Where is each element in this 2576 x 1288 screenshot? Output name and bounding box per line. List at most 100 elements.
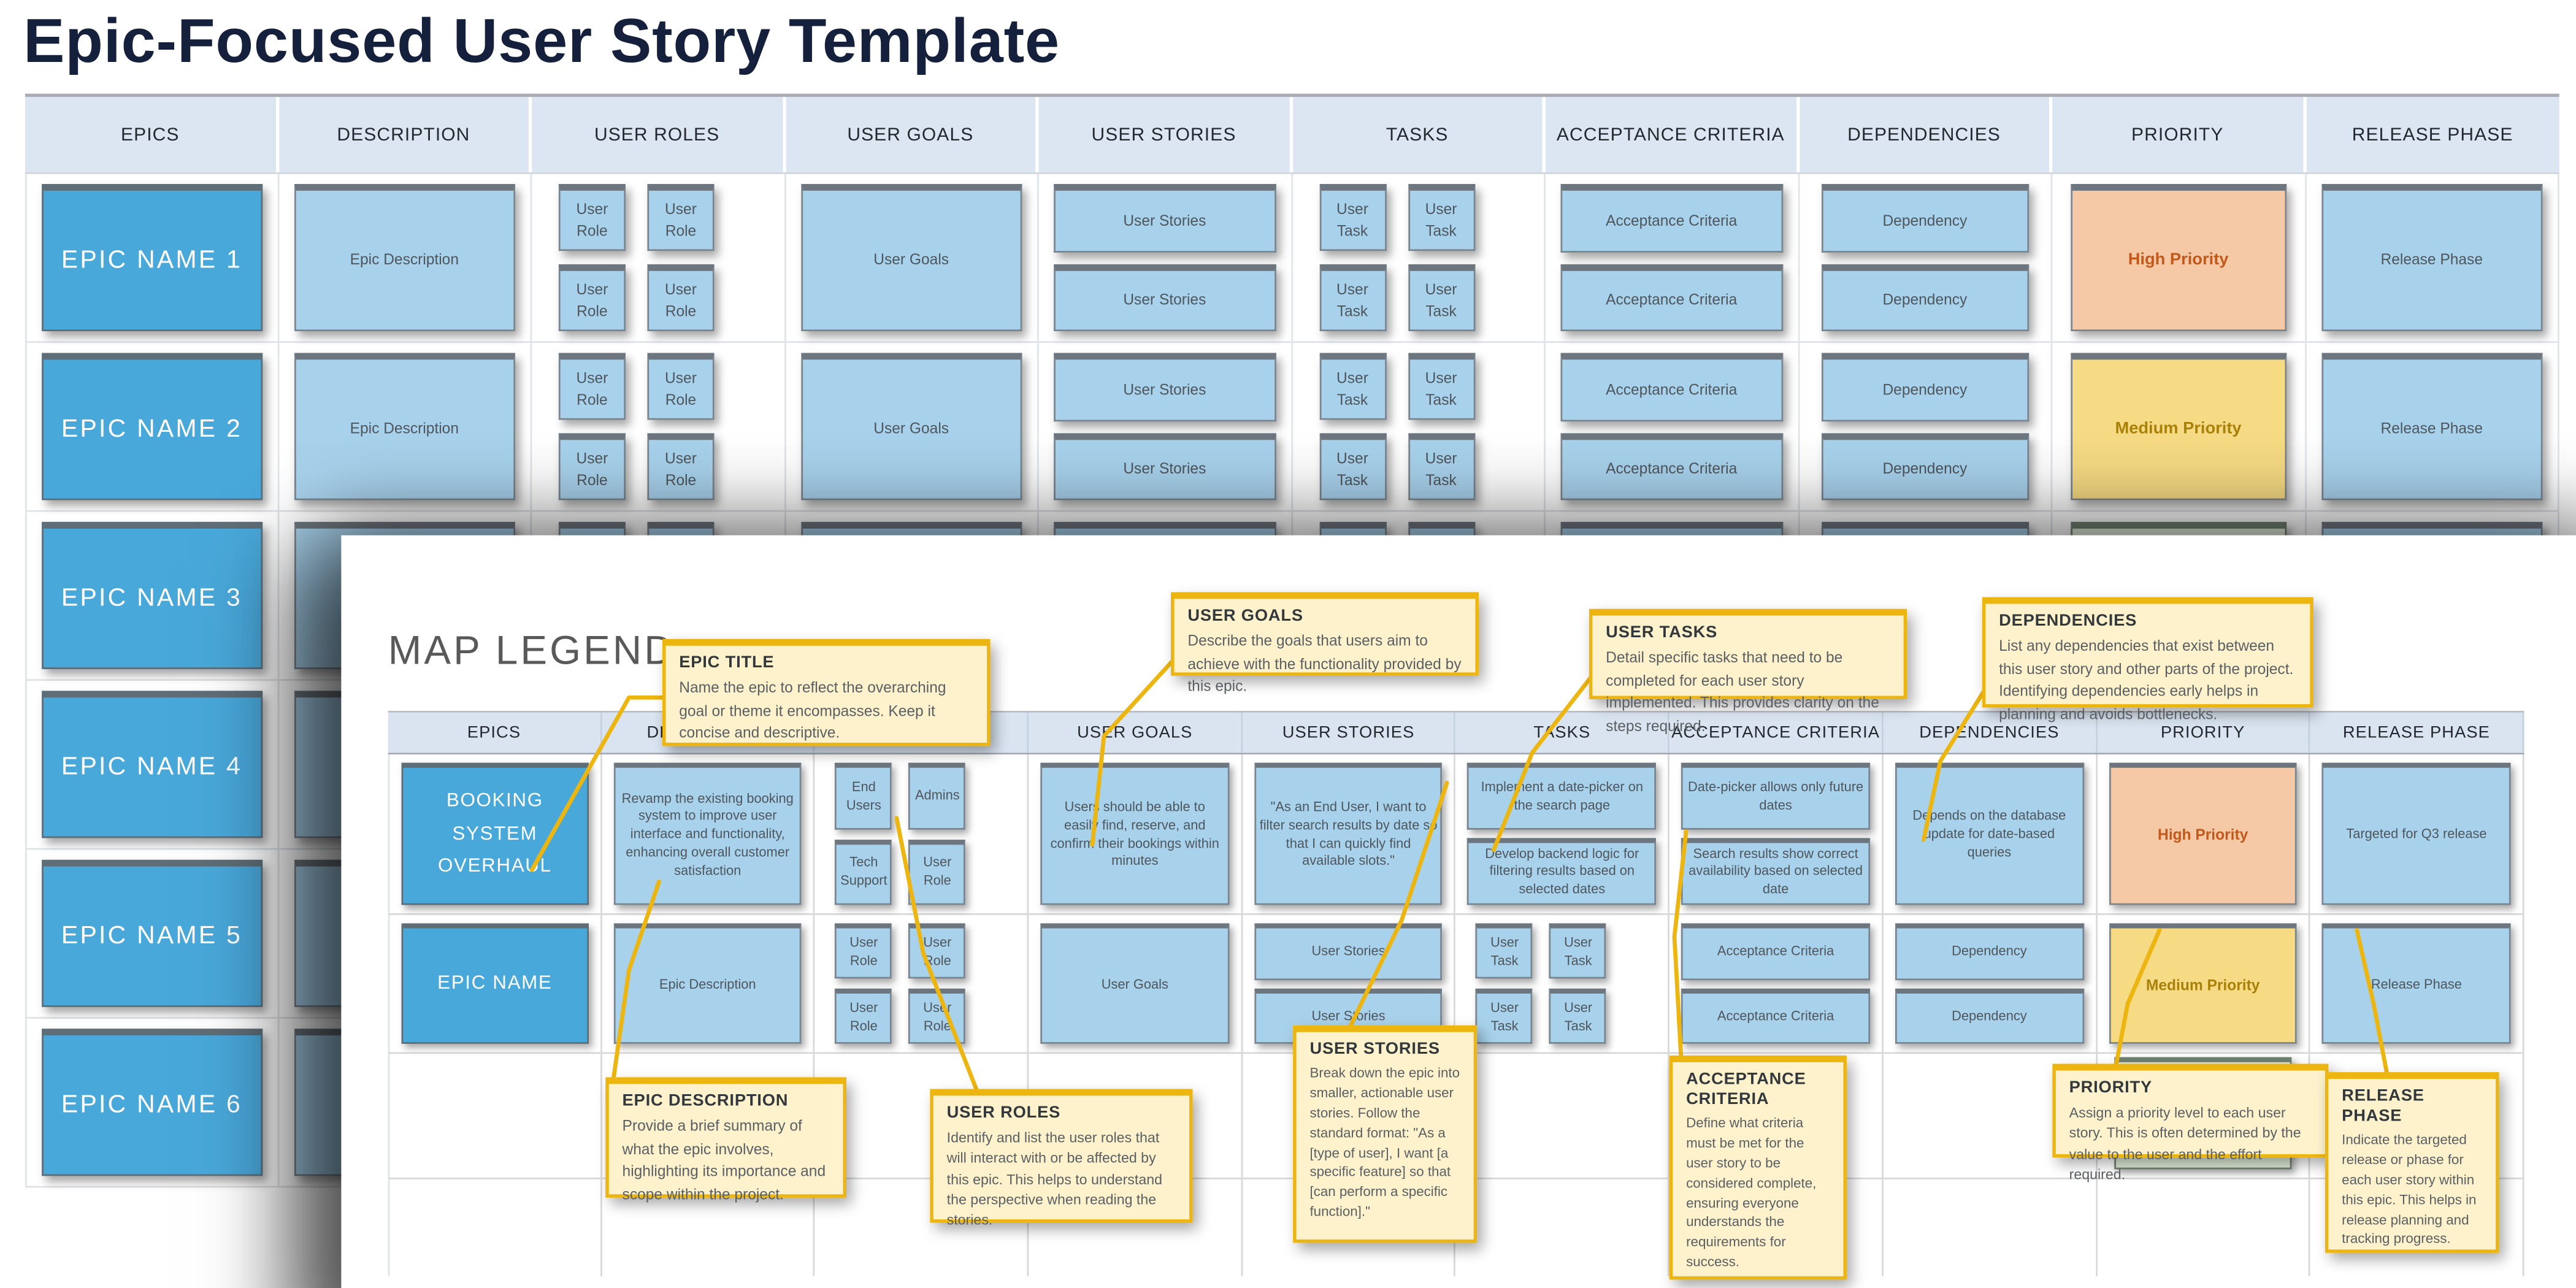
header-user-goals: USER GOALS	[785, 97, 1039, 172]
user-role-box[interactable]: User Role	[835, 923, 892, 979]
user-role-box[interactable]: User Role	[558, 184, 626, 251]
user-goals-box[interactable]: User Goals	[1040, 923, 1229, 1044]
epic-name-box[interactable]: EPIC NAME 5	[42, 859, 262, 1007]
user-task-box[interactable]: User Task	[1408, 353, 1475, 420]
priority-box-high[interactable]: High Priority	[2071, 184, 2286, 331]
acceptance-criteria-box[interactable]: Acceptance Criteria	[1560, 432, 1782, 500]
header-priority: PRIORITY	[2096, 712, 2311, 753]
acceptance-criteria-box[interactable]: Acceptance Criteria	[1560, 184, 1782, 252]
user-stories-box[interactable]: User Stories	[1054, 353, 1276, 421]
epic-name-box[interactable]: EPIC NAME 2	[42, 353, 262, 500]
epic-name-box[interactable]: EPIC NAME 3	[42, 521, 262, 669]
callout-epic-title: EPIC TITLE Name the epic to reflect the …	[662, 638, 991, 746]
user-task-box[interactable]: User Task	[1476, 988, 1533, 1044]
user-task-box[interactable]: User Task	[1319, 353, 1386, 420]
callout-user-stories: USER STORIES Break down the epic into sm…	[1293, 1025, 1478, 1243]
release-phase-box[interactable]: Targeted for Q3 release	[2322, 762, 2511, 905]
header-epics: EPICS	[25, 97, 279, 172]
user-role-box[interactable]: User Role	[647, 433, 715, 500]
user-role-box[interactable]: Tech Support	[835, 838, 892, 905]
user-task-box[interactable]: User Task	[1408, 264, 1475, 331]
user-role-box[interactable]: User Role	[647, 353, 715, 420]
acceptance-criteria-box[interactable]: Search results show correct availability…	[1681, 837, 1870, 905]
user-task-box[interactable]: User Task	[1319, 184, 1386, 251]
dependencies-cell: Dependency Dependency	[1799, 174, 2053, 342]
dependency-box[interactable]: Dependency	[1820, 263, 2030, 331]
user-role-box[interactable]: User Role	[558, 433, 626, 500]
user-stories-box[interactable]: User Stories	[1054, 184, 1276, 252]
legend-example-row: BOOKING SYSTEM OVERHAUL Revamp the exist…	[388, 754, 2524, 915]
user-stories-box[interactable]: "As an End User, I want to filter search…	[1254, 762, 1443, 905]
acceptance-cell: Acceptance Criteria Acceptance Criteria	[1546, 343, 1800, 510]
dependency-box[interactable]: Dependency	[1895, 923, 2084, 979]
epic-description-box[interactable]: Epic Description	[293, 353, 515, 500]
dependency-box[interactable]: Dependency	[1820, 353, 2030, 421]
callout-epic-description: EPIC DESCRIPTION Provide a brief summary…	[605, 1077, 846, 1202]
main-table-header: EPICS DESCRIPTION USER ROLES USER GOALS …	[25, 93, 2559, 174]
user-goals-box[interactable]: User Goals	[800, 184, 1022, 331]
user-role-box[interactable]: User Role	[558, 353, 626, 420]
user-stories-box[interactable]: User Stories	[1254, 923, 1443, 979]
user-role-box[interactable]: End Users	[835, 762, 892, 829]
acceptance-criteria-box[interactable]: Acceptance Criteria	[1560, 353, 1782, 421]
user-role-box[interactable]: User Role	[558, 264, 626, 331]
tasks-cell: User Task User Task User Task User Task	[1292, 343, 1546, 510]
user-task-box[interactable]: User Task	[1549, 988, 1607, 1044]
user-task-box[interactable]: User Task	[1476, 923, 1533, 979]
acceptance-cell: Acceptance Criteria Acceptance Criteria	[1546, 174, 1800, 342]
epic-name-box[interactable]: EPIC NAME	[401, 923, 589, 1044]
tasks-cell: User Task User Task User Task User Task	[1292, 174, 1546, 342]
user-stories-box[interactable]: User Stories	[1054, 263, 1276, 331]
user-task-box[interactable]: User Task	[1408, 433, 1475, 500]
user-role-box[interactable]: Admins	[908, 762, 966, 829]
acceptance-criteria-box[interactable]: Acceptance Criteria	[1681, 923, 1870, 979]
user-goals-box[interactable]: User Goals	[800, 353, 1022, 500]
user-role-box[interactable]: User Role	[647, 264, 715, 331]
callout-user-tasks: USER TASKS Detail specific tasks that ne…	[1589, 608, 1907, 734]
header-epics: EPICS	[388, 712, 602, 753]
user-task-box[interactable]: User Task	[1408, 184, 1475, 251]
dependencies-cell: Dependency Dependency	[1799, 343, 2053, 510]
acceptance-cell: Acceptance Criteria Acceptance Criteria	[1669, 914, 1884, 1052]
acceptance-criteria-box[interactable]: Acceptance Criteria	[1681, 987, 1870, 1044]
dependency-box[interactable]: Dependency	[1820, 432, 2030, 500]
release-phase-box[interactable]: Release Phase	[2321, 184, 2543, 331]
user-role-box[interactable]: User Role	[835, 988, 892, 1044]
dependency-box[interactable]: Depends on the database update for date-…	[1895, 762, 2084, 905]
user-role-box[interactable]: User Role	[647, 184, 715, 251]
priority-box-high[interactable]: High Priority	[2108, 762, 2298, 905]
user-task-box[interactable]: User Task	[1319, 264, 1386, 331]
release-phase-box[interactable]: Release Phase	[2322, 923, 2511, 1044]
epic-name-box[interactable]: BOOKING SYSTEM OVERHAUL	[401, 762, 589, 905]
release-phase-box[interactable]: Release Phase	[2321, 353, 2543, 500]
user-task-box[interactable]: Develop backend logic for filtering resu…	[1468, 837, 1657, 905]
epic-name-box[interactable]: EPIC NAME 1	[42, 184, 262, 331]
user-role-box[interactable]: User Role	[908, 838, 966, 905]
dependency-box[interactable]: Dependency	[1895, 987, 2084, 1044]
acceptance-criteria-box[interactable]: Acceptance Criteria	[1560, 263, 1782, 331]
priority-box-medium[interactable]: Medium Priority	[2108, 923, 2298, 1044]
callout-user-goals: USER GOALS Describe the goals that users…	[1171, 592, 1479, 694]
user-task-box[interactable]: Implement a date-picker on the search pa…	[1468, 762, 1657, 829]
epic-description-box[interactable]: Revamp the existing booking system to im…	[613, 762, 802, 905]
user-role-box[interactable]: User Role	[908, 988, 966, 1044]
epic-name-box[interactable]: EPIC NAME 6	[42, 1029, 262, 1176]
header-user-stories: USER STORIES	[1038, 97, 1292, 172]
priority-box-medium[interactable]: Medium Priority	[2071, 353, 2286, 500]
user-goals-box[interactable]: Users should be able to easily find, res…	[1040, 762, 1229, 905]
user-stories-cell: User Stories User Stories	[1039, 174, 1292, 342]
dependency-box[interactable]: Dependency	[1820, 184, 2030, 252]
callout-user-roles: USER ROLES Identify and list the user ro…	[930, 1089, 1193, 1229]
user-task-box[interactable]: User Task	[1319, 433, 1386, 500]
user-role-box[interactable]: User Role	[908, 923, 966, 979]
epic-name-box[interactable]: EPIC NAME 4	[42, 691, 262, 838]
user-task-box[interactable]: User Task	[1549, 923, 1607, 979]
epic-description-box[interactable]: Epic Description	[293, 184, 515, 331]
epic-description-box[interactable]: Epic Description	[613, 923, 802, 1044]
table-row: EPIC NAME 2 Epic Description User Role U…	[25, 343, 2559, 512]
user-stories-box[interactable]: User Stories	[1054, 432, 1276, 500]
acceptance-criteria-box[interactable]: Date-picker allows only future dates	[1681, 762, 1870, 829]
header-acceptance-criteria: ACCEPTANCE CRITERIA	[1546, 97, 1800, 172]
